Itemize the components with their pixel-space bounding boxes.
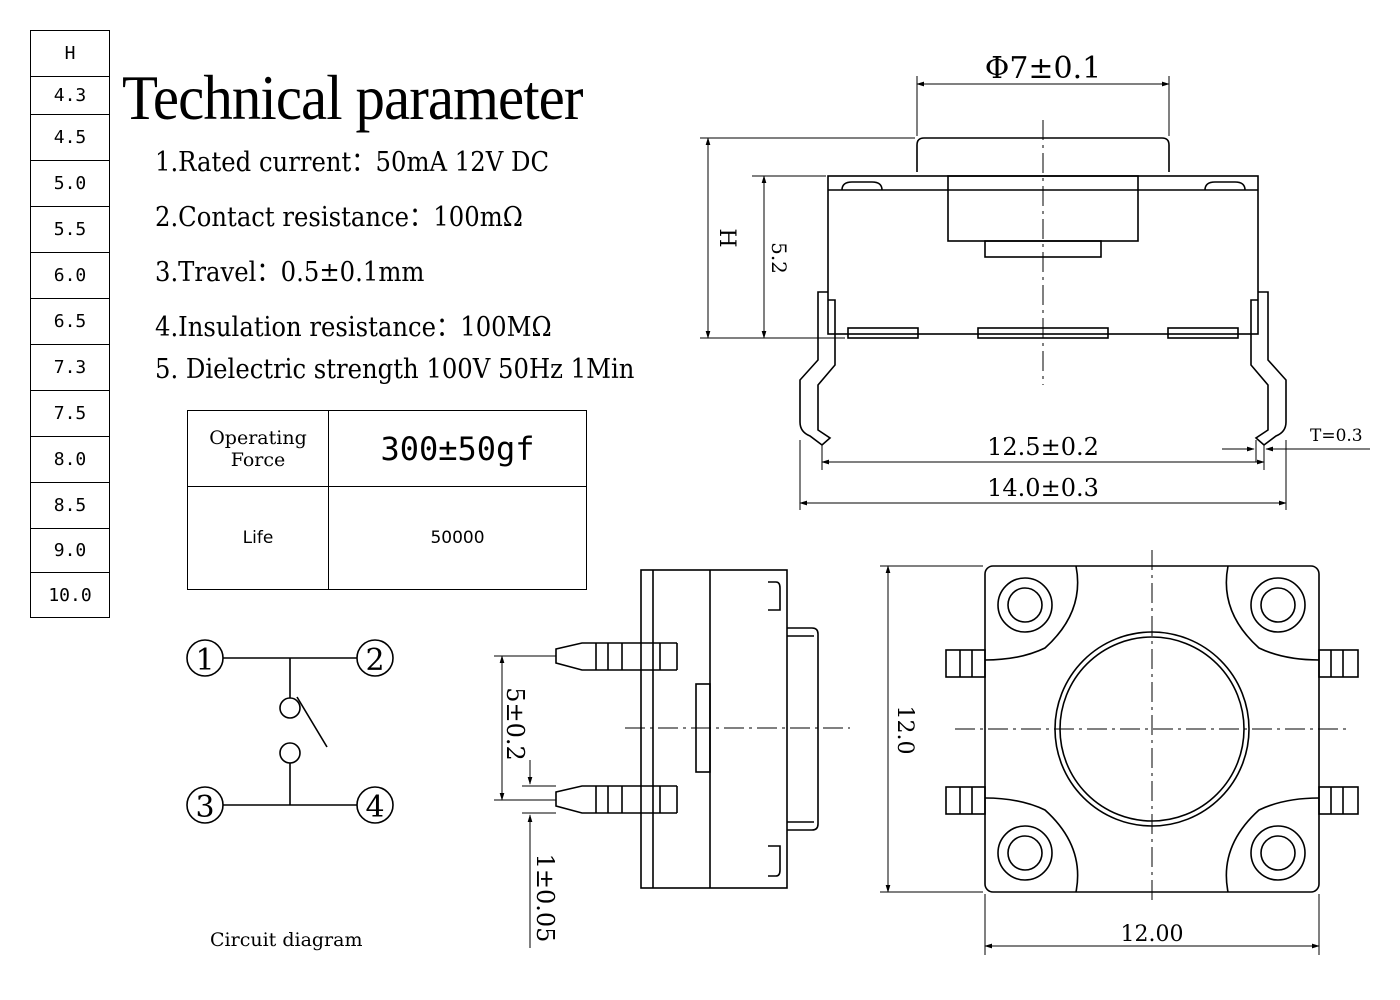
profile-view <box>555 569 850 889</box>
height-value: 5.5 <box>31 207 109 253</box>
height-value: 8.0 <box>31 437 109 483</box>
body-height-dimension: 5.2 <box>767 242 791 274</box>
side-view-dimensions <box>700 76 1370 510</box>
parameter-contact-resistance: 2.Contact resistance：100mΩ <box>155 202 523 233</box>
height-value: 10.0 <box>48 584 92 606</box>
height-value: 4.3 <box>31 77 109 115</box>
spec-table: Operating Force 300±50gf Life 50000 <box>187 410 587 590</box>
life-value: 50000 <box>328 486 587 590</box>
height-table: H 4.3 4.5 5.0 5.5 6.0 6.5 7.3 7.5 8.0 8.… <box>30 30 110 618</box>
height-value: 7.5 <box>31 391 109 437</box>
parameter-rated-current: 1.Rated current：50mA 12V DC <box>155 147 550 178</box>
pin-width-dimension: 1±0.05 <box>531 854 559 943</box>
circuit-diagram <box>186 639 394 824</box>
body-width-dimension: 12.00 <box>1121 922 1184 947</box>
height-value: 5.0 <box>31 161 109 207</box>
operating-force-label: Operating Force <box>187 410 329 487</box>
height-table-header: H <box>31 31 109 77</box>
lead-thickness-dimension: T=0.3 <box>1310 426 1363 446</box>
life-label: Life <box>187 486 329 590</box>
inner-lead-span-dimension: 12.5±0.2 <box>987 433 1099 461</box>
outer-lead-span-dimension: 14.0±0.3 <box>987 474 1099 502</box>
pin-2-number: 2 <box>365 643 384 678</box>
height-dimension-label: H <box>714 228 739 247</box>
height-value: 4.5 <box>31 115 109 161</box>
pin-3-number: 3 <box>195 790 214 825</box>
profile-view-dimensions <box>494 655 556 948</box>
parameter-dielectric-strength: 5. Dielectric strength 100V 50Hz 1Min <box>155 354 635 385</box>
height-value: 8.5 <box>31 483 109 529</box>
switch-contact <box>279 697 301 719</box>
height-value: 6.5 <box>31 299 109 345</box>
circuit-diagram-caption: Circuit diagram <box>210 929 362 951</box>
top-view <box>945 550 1359 905</box>
parameter-travel: 3.Travel：0.5±0.1mm <box>155 257 425 288</box>
operating-force-value: 300±50gf <box>328 410 587 487</box>
cap-diameter-dimension: Φ7±0.1 <box>985 51 1102 86</box>
page-title: Technical parameter <box>122 62 583 133</box>
switch-contact <box>279 742 301 764</box>
height-value: 7.3 <box>31 345 109 391</box>
pin-4-number: 4 <box>365 790 384 825</box>
parameter-insulation-resistance: 4.Insulation resistance：100MΩ <box>155 312 552 343</box>
operating-force-label-line1: Operating <box>209 426 307 449</box>
height-value: 6.0 <box>31 253 109 299</box>
top-view-dimensions <box>880 565 1320 955</box>
pin-1-number: 1 <box>195 643 214 678</box>
pin-pitch-dimension: 5±0.2 <box>501 687 529 761</box>
body-side-dimension: 12.0 <box>892 706 917 755</box>
operating-force-label-line2: Force <box>230 448 286 471</box>
switch-lever <box>296 696 328 748</box>
height-value: 9.0 <box>31 529 109 573</box>
side-view <box>799 120 1287 447</box>
